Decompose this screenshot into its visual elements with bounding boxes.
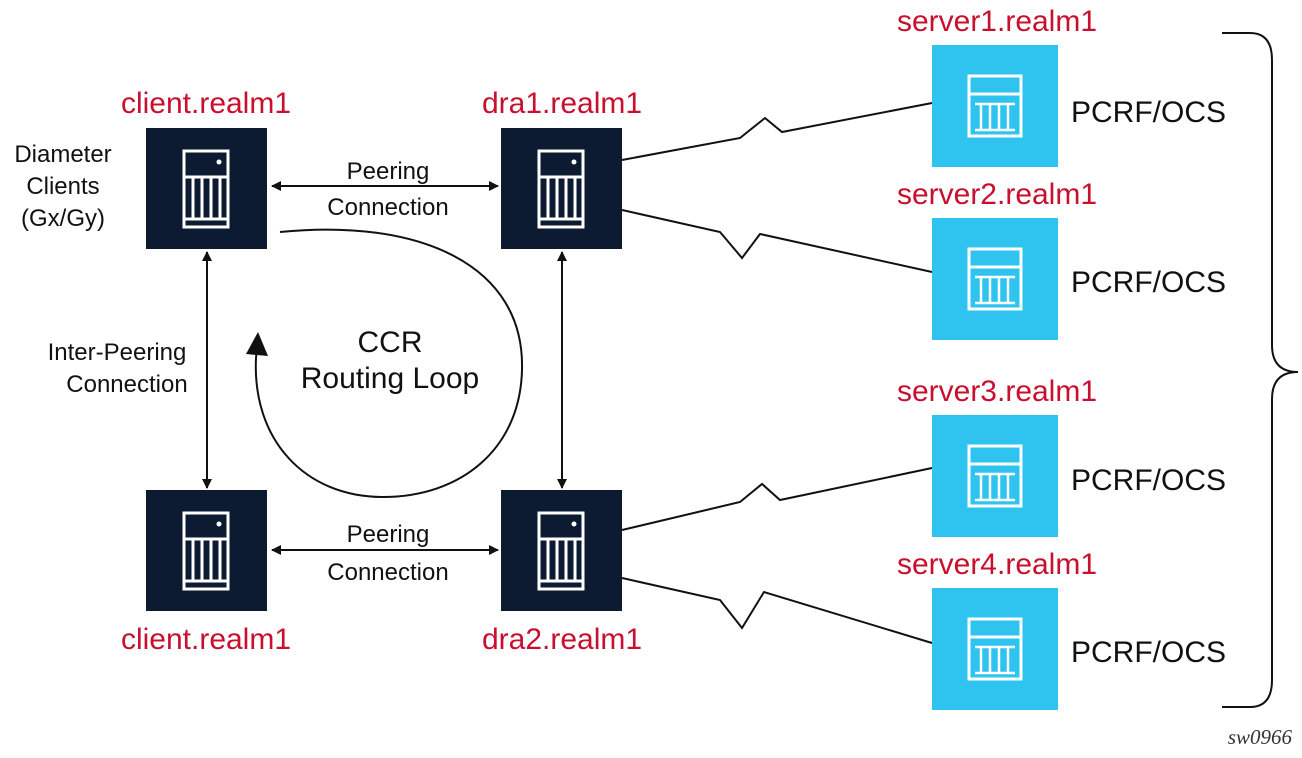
inter-peering-line2: Connection: [66, 371, 187, 398]
loop-line2: Routing Loop: [301, 362, 479, 395]
client-bottom-label: client.realm1: [121, 623, 291, 656]
routing-loop-circle: [254, 228, 524, 499]
link-dra1-server1: [621, 102, 933, 161]
inter-peering-line1: Inter-Peering: [48, 339, 187, 366]
server4-label: server4.realm1: [897, 548, 1097, 581]
link-dra2-server3: [621, 467, 933, 531]
figure-id: sw0966: [1228, 725, 1293, 749]
client-bottom-node: [146, 490, 267, 611]
client-top-node: [146, 128, 267, 249]
server3-label: server3.realm1: [897, 375, 1097, 408]
link-dra2-server4: [621, 577, 933, 644]
connections: [202, 102, 933, 644]
server1-role: PCRF/OCS: [1071, 96, 1226, 129]
server2-role: PCRF/OCS: [1071, 266, 1226, 299]
server4-role: PCRF/OCS: [1071, 636, 1226, 669]
dra2-node: [501, 490, 622, 611]
server3-role: PCRF/OCS: [1071, 464, 1226, 497]
server3-node: [932, 415, 1058, 537]
server1-node: [932, 45, 1058, 167]
dra1-node: [501, 128, 622, 249]
diameter-clients-line3: (Gx/Gy): [21, 205, 105, 232]
client-top-label: client.realm1: [121, 87, 291, 120]
server2-node: [932, 218, 1058, 340]
loop-line1: CCR: [358, 326, 423, 359]
peering-top-line1: Peering: [347, 158, 430, 185]
link-dra1-server2: [621, 209, 933, 273]
diameter-clients-line2: Clients: [26, 173, 99, 200]
routing-loop-arrowhead: [246, 332, 268, 356]
servers-brace: [1222, 32, 1299, 708]
peering-bottom-line1: Peering: [347, 521, 430, 548]
peering-top-line2: Connection: [327, 194, 448, 221]
server2-label: server2.realm1: [897, 178, 1097, 211]
diameter-clients-line1: Diameter: [14, 141, 111, 168]
server4-node: [932, 588, 1058, 710]
peering-bottom-line2: Connection: [327, 559, 448, 586]
dra2-label: dra2.realm1: [482, 623, 642, 656]
dra1-label: dra1.realm1: [482, 87, 642, 120]
server1-label: server1.realm1: [897, 5, 1097, 38]
